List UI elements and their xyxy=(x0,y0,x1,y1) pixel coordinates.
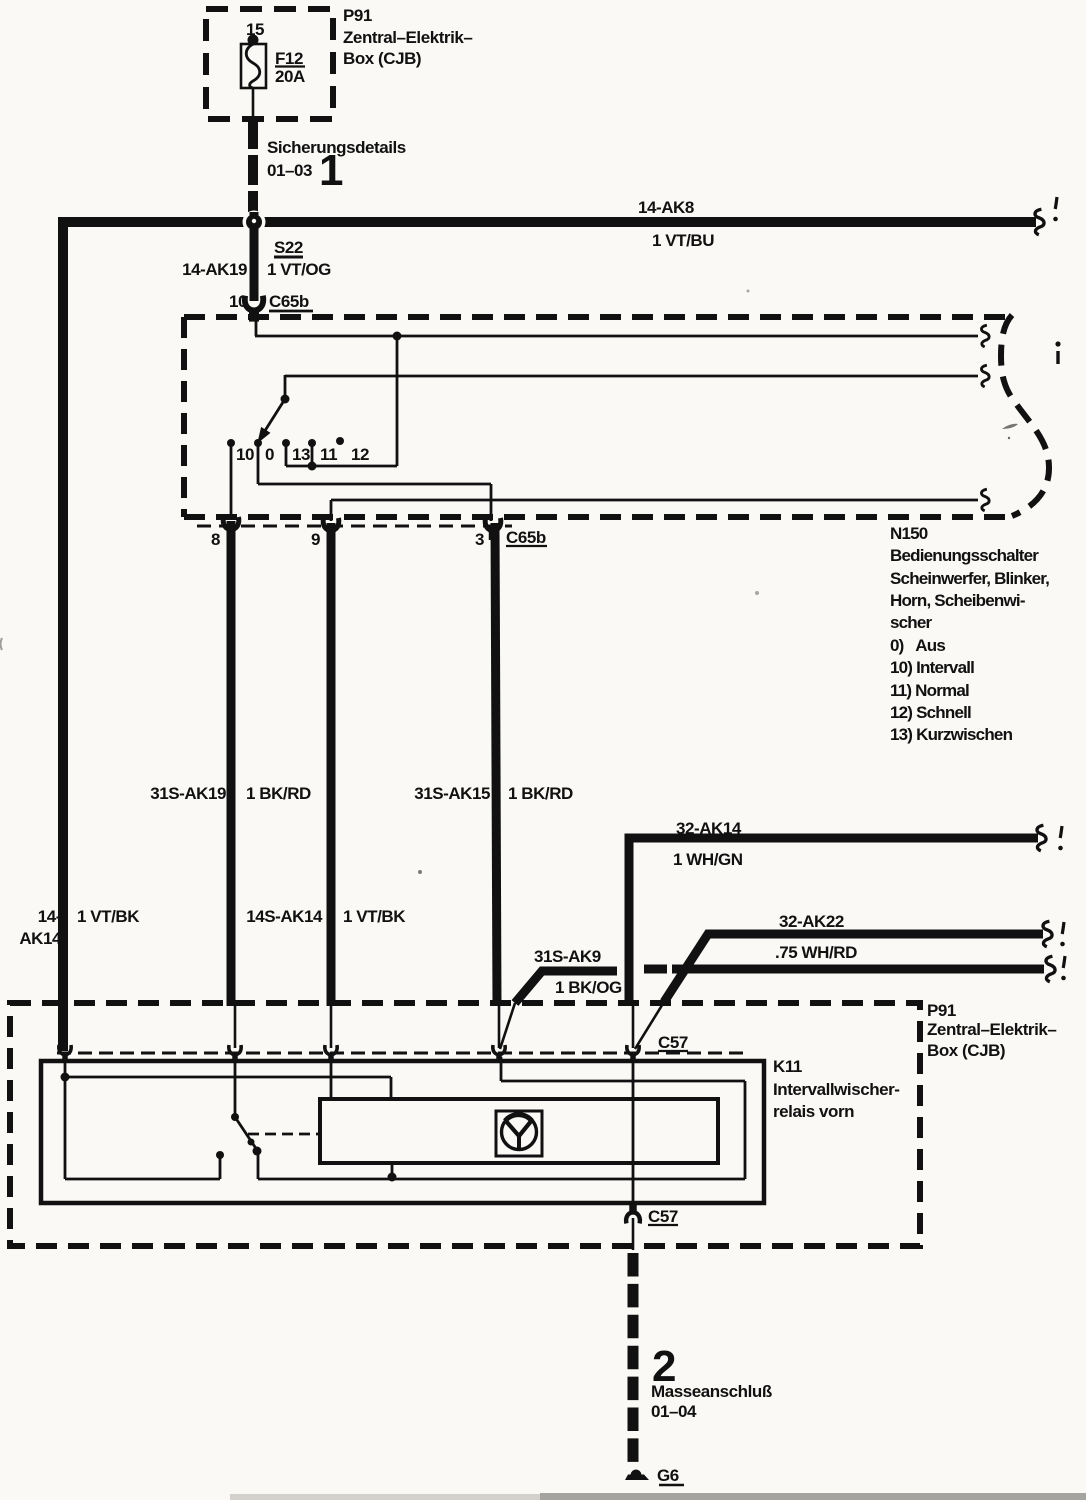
svg-text:.75 WH/RD: .75 WH/RD xyxy=(775,943,857,962)
svg-text:Horn, Scheibenwi-: Horn, Scheibenwi- xyxy=(890,591,1025,610)
svg-text:1 BK/OG: 1 BK/OG xyxy=(555,978,622,997)
svg-text:Sicherungsdetails: Sicherungsdetails xyxy=(267,138,406,157)
svg-text:9: 9 xyxy=(311,530,320,549)
svg-text:C65b: C65b xyxy=(506,528,546,547)
svg-text:15: 15 xyxy=(246,20,264,39)
svg-text:01–03: 01–03 xyxy=(267,161,312,180)
svg-text:10) Intervall: 10) Intervall xyxy=(890,658,974,677)
svg-text:1 VT/OG: 1 VT/OG xyxy=(267,260,331,279)
svg-text:1 BK/RD: 1 BK/RD xyxy=(246,784,311,803)
svg-text:G6: G6 xyxy=(657,1466,679,1485)
svg-text:K11: K11 xyxy=(773,1057,802,1076)
svg-text:12) Schnell: 12) Schnell xyxy=(890,703,971,722)
svg-text:Box (CJB): Box (CJB) xyxy=(343,49,421,68)
svg-text:14-: 14- xyxy=(38,907,61,926)
svg-text:14-AK19: 14-AK19 xyxy=(182,260,247,279)
svg-text:1 VT/BK: 1 VT/BK xyxy=(343,907,406,926)
svg-text:F12: F12 xyxy=(275,49,303,68)
svg-text:Box (CJB): Box (CJB) xyxy=(927,1041,1005,1060)
svg-text:10: 10 xyxy=(236,445,254,464)
svg-text:32-AK14: 32-AK14 xyxy=(676,819,742,838)
svg-text:1 BK/RD: 1 BK/RD xyxy=(508,784,573,803)
svg-text:C65b: C65b xyxy=(269,292,309,311)
svg-text:31S-AK15: 31S-AK15 xyxy=(414,784,490,803)
svg-text:relais vorn: relais vorn xyxy=(773,1102,854,1121)
svg-text:0: 0 xyxy=(265,445,274,464)
svg-text:3: 3 xyxy=(475,530,484,549)
svg-text:10: 10 xyxy=(229,292,247,311)
svg-text:14-AK8: 14-AK8 xyxy=(638,198,694,217)
svg-text:11: 11 xyxy=(320,445,337,464)
svg-text:12: 12 xyxy=(351,445,369,464)
svg-text:Zentral–Elektrik–: Zentral–Elektrik– xyxy=(343,28,472,47)
svg-text:31S-AK19: 31S-AK19 xyxy=(150,784,226,803)
svg-text:scher: scher xyxy=(890,613,933,632)
svg-text:01–04: 01–04 xyxy=(651,1402,697,1421)
svg-text:Masseanschluß: Masseanschluß xyxy=(651,1382,772,1401)
svg-text:1: 1 xyxy=(319,146,343,195)
svg-text:20A: 20A xyxy=(275,67,305,86)
svg-text:P91: P91 xyxy=(927,1001,956,1020)
svg-text:1 VT/BK: 1 VT/BK xyxy=(77,907,140,926)
svg-text:1 WH/GN: 1 WH/GN xyxy=(673,850,743,869)
svg-text:N150: N150 xyxy=(890,524,928,543)
svg-text:13) Kurzwischen: 13) Kurzwischen xyxy=(890,725,1013,744)
svg-text:P91: P91 xyxy=(343,6,372,25)
svg-text:0) Aus: 0) Aus xyxy=(890,636,945,655)
svg-text:AK14: AK14 xyxy=(19,929,62,948)
svg-text:S22: S22 xyxy=(274,238,303,257)
svg-text:13: 13 xyxy=(292,445,310,464)
svg-text:1 VT/BU: 1 VT/BU xyxy=(652,231,714,250)
svg-text:14S-AK14: 14S-AK14 xyxy=(246,907,323,926)
svg-text:11) Normal: 11) Normal xyxy=(890,681,969,700)
svg-text:8: 8 xyxy=(211,530,220,549)
svg-text:C57: C57 xyxy=(648,1207,678,1226)
svg-text:Intervallwischer-: Intervallwischer- xyxy=(773,1080,900,1099)
svg-text:C57: C57 xyxy=(658,1033,688,1052)
svg-text:32-AK22: 32-AK22 xyxy=(779,912,844,931)
svg-text:Zentral–Elektrik–: Zentral–Elektrik– xyxy=(927,1020,1056,1039)
svg-text:Bedienungsschalter: Bedienungsschalter xyxy=(890,546,1039,565)
svg-text:Scheinwerfer, Blinker,: Scheinwerfer, Blinker, xyxy=(890,569,1049,588)
svg-text:31S-AK9: 31S-AK9 xyxy=(534,947,601,966)
svg-text:2: 2 xyxy=(652,1342,676,1391)
